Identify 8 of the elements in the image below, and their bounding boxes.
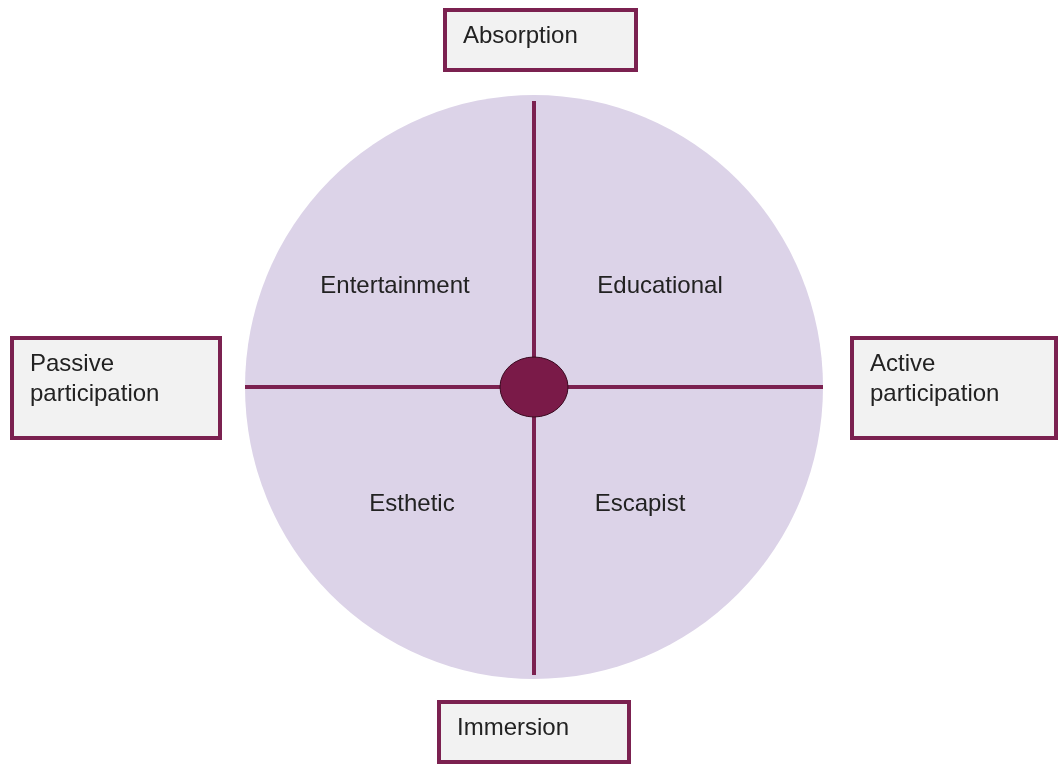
label-box: Passive participation [10,336,222,440]
label-box: Immersion [437,700,631,764]
quadrant-label: Entertainment [320,271,470,299]
quadrant-label: Escapist [594,489,686,517]
label-box: Active participation [850,336,1058,440]
quadrant-label: Esthetic [369,489,455,517]
label-box: Absorption [443,8,638,72]
quadrant-label: Educational [597,271,723,299]
